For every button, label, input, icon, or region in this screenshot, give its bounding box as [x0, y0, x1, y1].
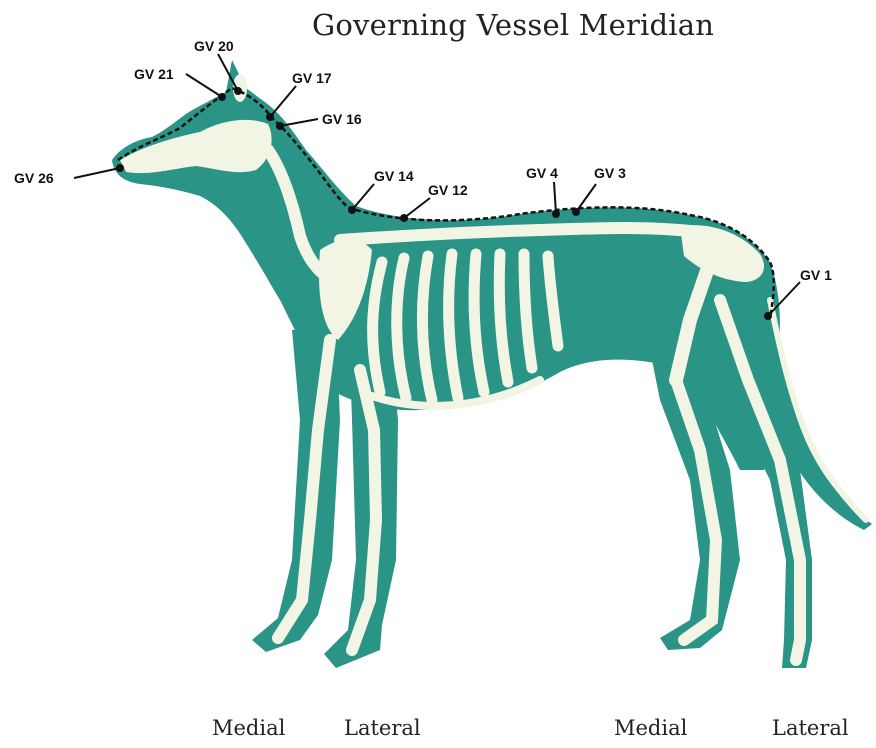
front-medial-caption: Medial: [212, 716, 285, 740]
gv17-label: GV 17: [292, 70, 332, 86]
gv20-label: GV 20: [194, 38, 234, 54]
hind-medial-caption: Medial: [614, 716, 687, 740]
gv14-leader: [352, 184, 374, 210]
gv3-label: GV 3: [594, 165, 626, 181]
gv21-leader: [186, 74, 222, 97]
hind-lateral-caption: Lateral: [772, 716, 849, 740]
gv16-label: GV 16: [322, 111, 362, 127]
gv26-leader: [74, 168, 120, 178]
gv4-label: GV 4: [526, 165, 558, 181]
gv17-leader: [270, 86, 296, 117]
gv4-leader: [554, 182, 556, 214]
gv12-leader: [404, 198, 430, 218]
gv1-label: GV 1: [800, 267, 832, 283]
gv12-label: GV 12: [428, 182, 468, 198]
gv21-label: GV 21: [134, 66, 174, 82]
gv14-label: GV 14: [374, 168, 414, 184]
front-lateral-caption: Lateral: [344, 716, 421, 740]
gv26-label: GV 26: [14, 170, 54, 186]
